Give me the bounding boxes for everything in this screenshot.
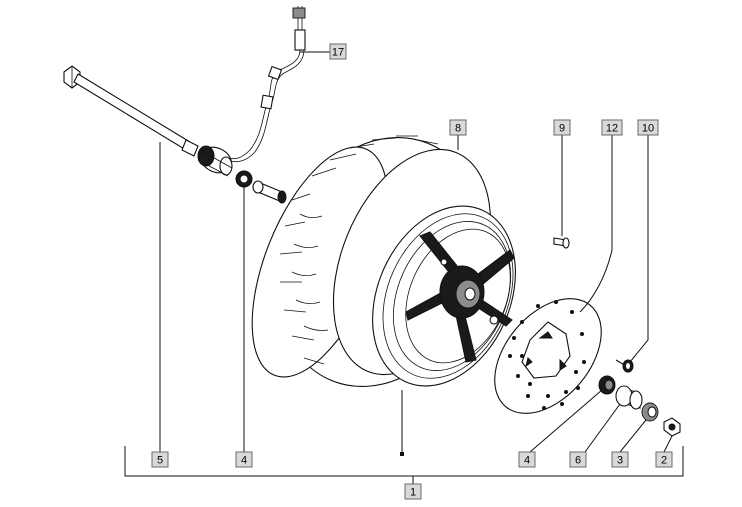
svg-text:4: 4	[524, 455, 530, 467]
svg-text:9: 9	[559, 123, 565, 135]
disc-bolt	[553, 237, 570, 249]
callout-3: 3	[611, 451, 629, 468]
callout-2: 2	[655, 451, 673, 468]
leader-lines	[124, 51, 684, 484]
wheel-rim	[372, 205, 516, 387]
axle-nut	[663, 417, 681, 437]
bearing-right	[598, 375, 616, 395]
svg-text:2: 2	[661, 455, 667, 467]
callout-1: 1	[404, 483, 422, 500]
axle	[63, 65, 199, 157]
callout-17: 17	[329, 43, 347, 60]
svg-text:3: 3	[617, 455, 623, 467]
speedometer-drive	[197, 145, 233, 177]
bearing-left	[235, 170, 253, 188]
svg-text:8: 8	[455, 123, 461, 135]
svg-text:12: 12	[606, 123, 618, 135]
svg-text:17: 17	[332, 47, 344, 59]
callout-10: 10	[637, 119, 659, 136]
svg-text:6: 6	[575, 455, 581, 467]
callout-9: 9	[553, 119, 571, 136]
speedometer-cable	[227, 6, 306, 163]
callout-8: 8	[449, 119, 467, 136]
dust-seal	[641, 402, 659, 422]
callout-6: 6	[569, 451, 587, 468]
svg-text:5: 5	[157, 455, 163, 467]
callout-5: 5	[151, 451, 169, 468]
svg-text:1: 1	[410, 487, 416, 499]
svg-text:4: 4	[241, 455, 247, 467]
callout-12: 12	[601, 119, 623, 136]
hex-bolt	[615, 359, 634, 373]
svg-text:10: 10	[642, 123, 654, 135]
callout-4-left: 4	[235, 451, 253, 468]
brake-disc	[494, 298, 602, 414]
spacer	[615, 385, 643, 410]
callout-4-right: 4	[518, 451, 536, 468]
spacer-bushing	[252, 180, 287, 204]
